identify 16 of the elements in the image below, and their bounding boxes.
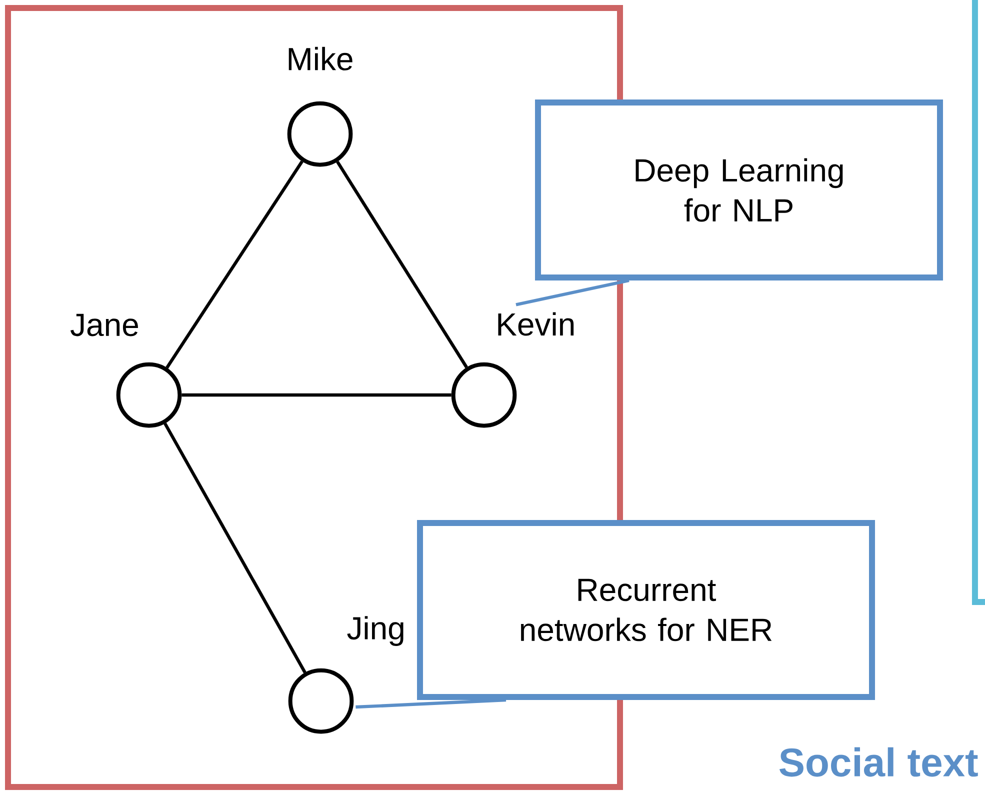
name-label: Kevin [498, 312, 574, 336]
name-label: Jane [70, 314, 138, 336]
section-title: Social text [779, 747, 978, 777]
person-circle [451, 362, 517, 428]
connection-line [336, 160, 468, 368]
callout-box: Deep Learning for NLP [535, 100, 943, 280]
connection-line [166, 160, 304, 369]
frame [972, 0, 985, 605]
connection-line [182, 393, 452, 397]
connection-line [164, 422, 306, 674]
name-label: Jing [347, 616, 404, 646]
callout-box: Recurrent networks for NER [417, 520, 875, 700]
person-circle [288, 668, 354, 734]
person-circle [116, 362, 182, 428]
person-circle [287, 101, 353, 167]
name-label: Mike [288, 46, 352, 70]
